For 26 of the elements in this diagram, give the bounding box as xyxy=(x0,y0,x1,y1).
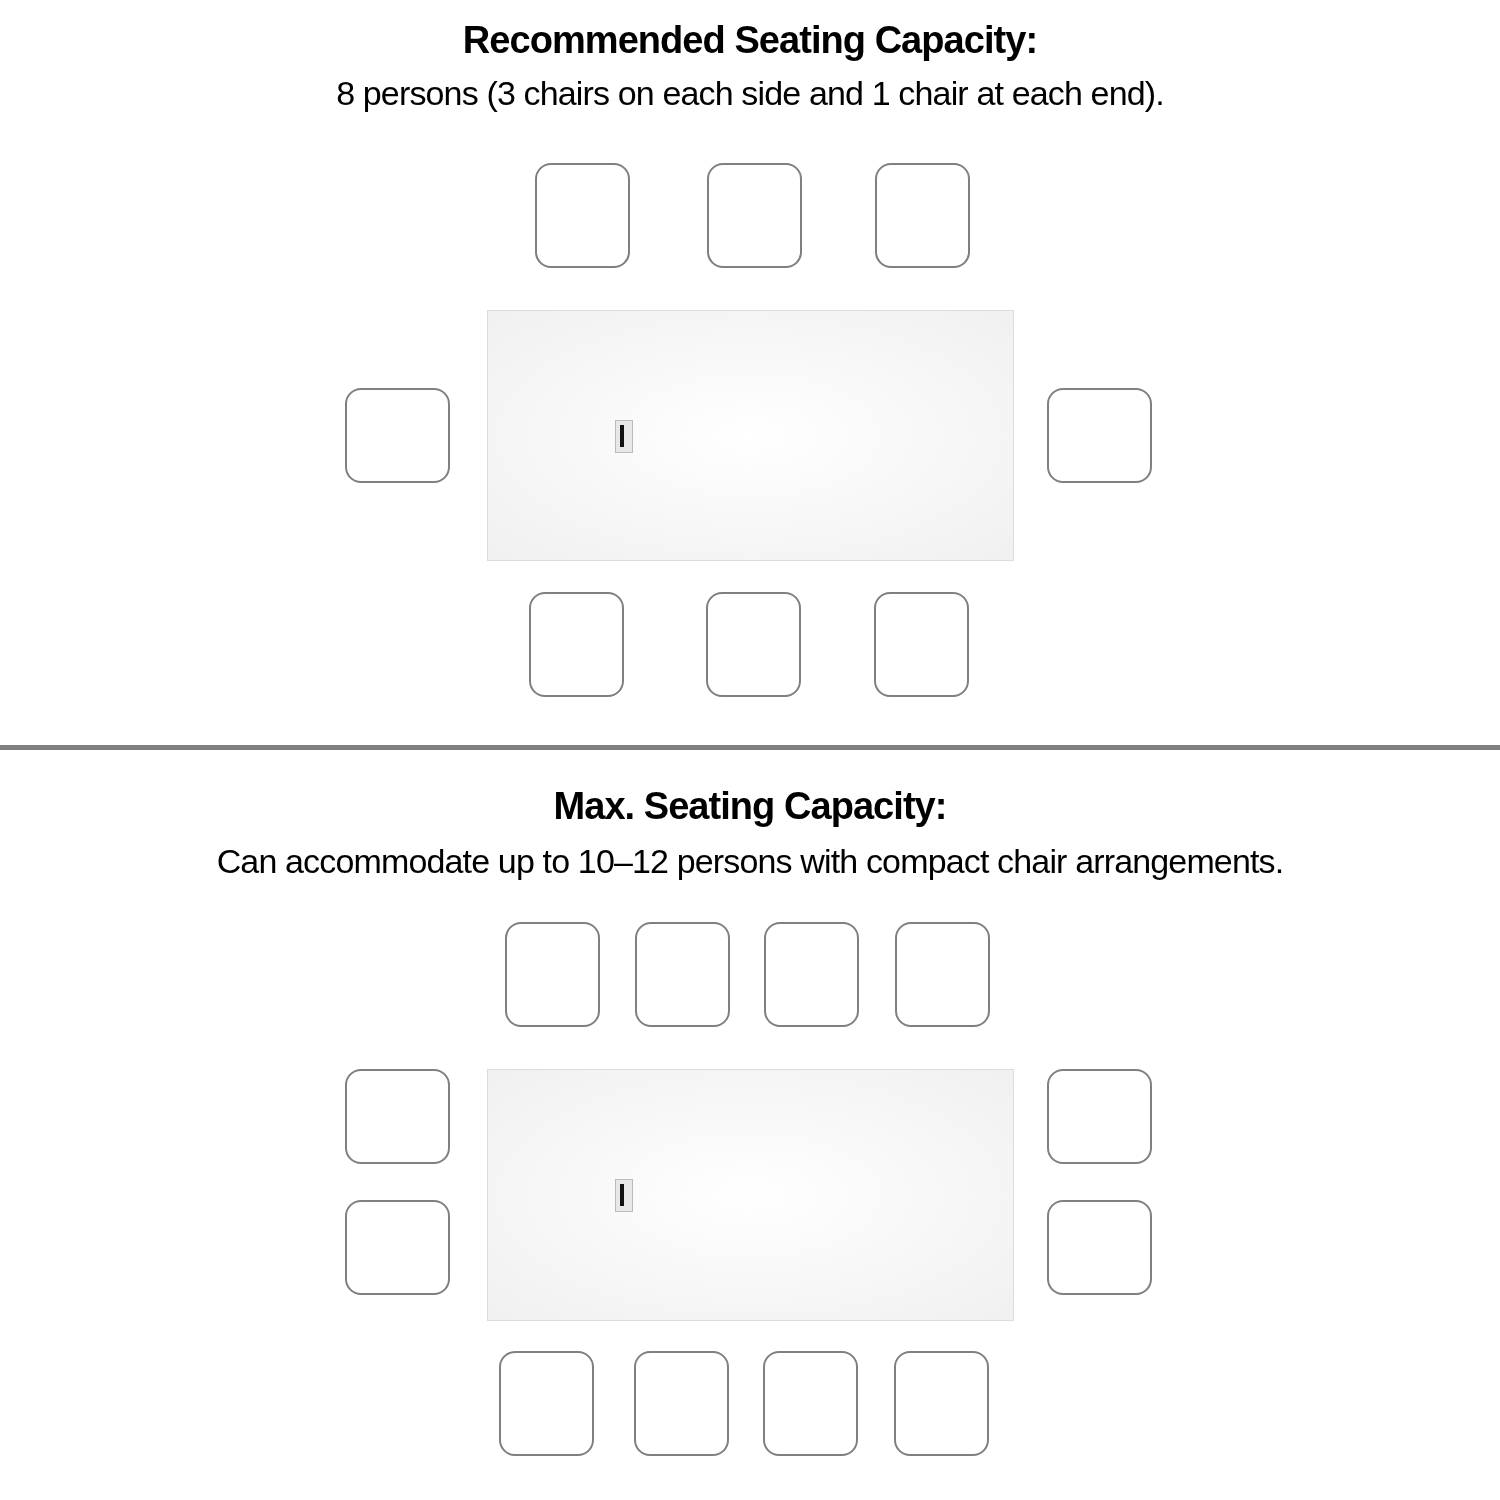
chair-box xyxy=(345,388,450,483)
chair-box xyxy=(505,922,600,1027)
chair-box xyxy=(874,592,969,697)
chair-box xyxy=(875,163,970,268)
chair-box xyxy=(499,1351,594,1456)
chair-box xyxy=(635,922,730,1027)
chair-box xyxy=(1047,388,1152,483)
section-heading: Recommended Seating Capacity: xyxy=(462,18,1038,63)
section-heading: Max. Seating Capacity: xyxy=(553,784,947,829)
table-top xyxy=(487,1069,1014,1321)
chair-box xyxy=(634,1351,729,1456)
chair-box xyxy=(764,922,859,1027)
table-top xyxy=(487,310,1014,561)
chair-box xyxy=(1047,1200,1152,1295)
chair-box xyxy=(706,592,801,697)
capacity-note: Can accommodate up to 10–12 persons with compact chair arrangements. xyxy=(216,841,1284,882)
chair-box xyxy=(345,1069,450,1164)
capacity-note: 8 persons (3 chairs on each side and 1 chair at each end). xyxy=(336,73,1164,114)
chair-box xyxy=(535,163,630,268)
chair-box xyxy=(895,922,990,1027)
chair-box xyxy=(707,163,802,268)
chair-box xyxy=(894,1351,989,1456)
chair-box xyxy=(529,592,624,697)
chair-box xyxy=(1047,1069,1152,1164)
chair-box xyxy=(345,1200,450,1295)
chair-box xyxy=(763,1351,858,1456)
